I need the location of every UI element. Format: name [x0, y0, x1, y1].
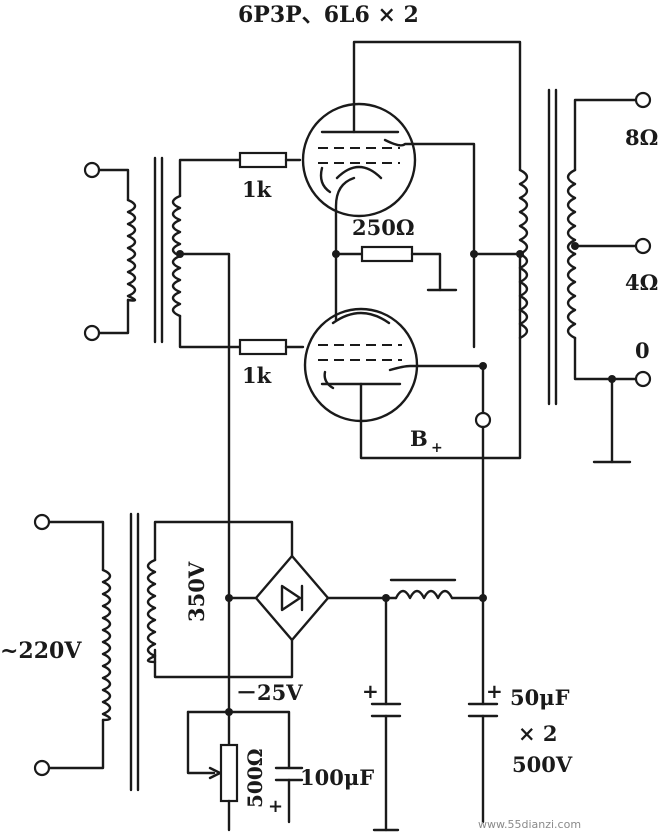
potentiometer-label: 500Ω — [243, 748, 267, 808]
tube-bottom — [303, 252, 522, 460]
mains-voltage-label: ~220V — [0, 638, 82, 664]
watermark: www.55dianzi.com — [478, 818, 581, 831]
filter-capacitors: + + 50μF × 2 500V — [362, 679, 573, 832]
bias-potentiometer — [219, 743, 239, 803]
mains-terminal-bottom — [33, 759, 51, 777]
b-plus-sub: + — [431, 440, 443, 456]
tube-top — [301, 40, 522, 349]
output-8ohm-label: 8Ω — [625, 125, 658, 150]
output-4ohm-label: 4Ω — [625, 270, 658, 295]
b-plus-label: B — [410, 426, 428, 451]
output-transformer: 8Ω 4Ω 0 — [516, 88, 658, 464]
input-primary-coil — [126, 198, 137, 302]
bias-voltage-label: －25V — [236, 680, 303, 705]
mains-terminal-top — [33, 513, 51, 531]
b-plus-terminal — [474, 411, 492, 429]
grid-resistor-bottom-label: 1k — [242, 363, 272, 388]
input-transformer — [83, 156, 242, 710]
bias-cap-plus: + — [268, 796, 283, 817]
output-0-label: 0 — [635, 338, 650, 363]
bias-feed-wire — [178, 252, 231, 710]
grid-resistors: 1k 1k — [238, 151, 305, 388]
filter-cap-label-2: × 2 — [518, 721, 558, 746]
bridge-rectifier — [225, 554, 388, 642]
input-terminal-top — [83, 161, 101, 179]
bias-supply: －25V 500Ω 100μF + — [186, 680, 374, 832]
cap1-plus: + — [362, 679, 379, 703]
input-terminal-bottom — [83, 324, 101, 342]
grid-resistor-top — [238, 151, 288, 169]
output-terminal-8ohm — [634, 91, 652, 109]
filter-cap-label-3: 500V — [512, 752, 573, 777]
filter-cap-label-1: 50μF — [510, 685, 570, 710]
grid-resistor-bottom — [238, 338, 288, 356]
cathode-resistor: 250Ω — [332, 215, 458, 292]
power-transformer: ~220V 350V — [0, 512, 294, 792]
output-terminal-0 — [634, 370, 652, 388]
cathode-resistor-label: 250Ω — [352, 215, 415, 240]
grid-resistor-top-label: 1k — [242, 177, 272, 202]
b-plus-network: B + — [410, 250, 522, 600]
cap2-plus: + — [486, 679, 503, 703]
output-terminal-4ohm — [634, 237, 652, 255]
cathode-resistor-body — [360, 245, 414, 263]
diagram-title: 6P3P、6L6 × 2 — [238, 2, 419, 28]
secondary-voltage-label: 350V — [184, 561, 209, 622]
filter-choke — [382, 578, 487, 706]
bias-cap-label: 100μF — [300, 765, 374, 790]
